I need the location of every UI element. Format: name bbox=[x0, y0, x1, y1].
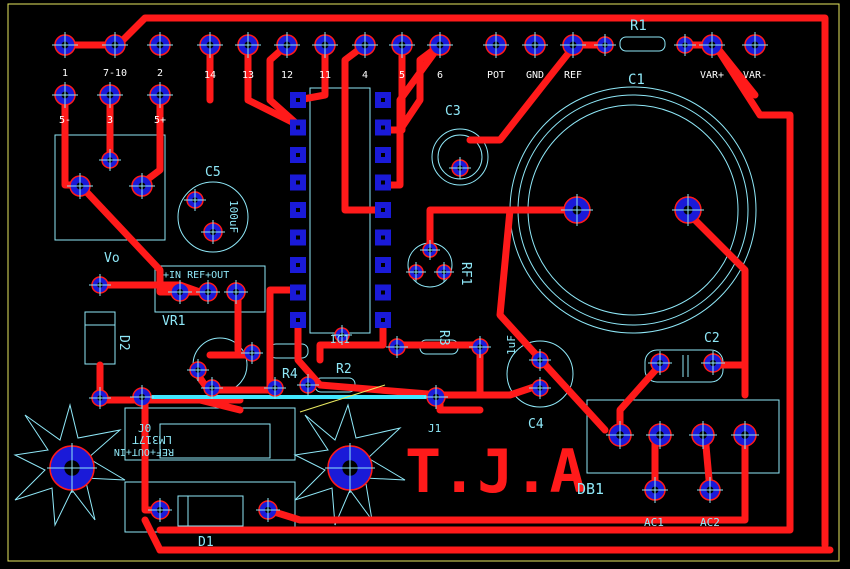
term-label: POT bbox=[487, 70, 505, 81]
label-r4: R4 bbox=[282, 367, 298, 382]
pad-hole bbox=[296, 235, 300, 240]
label-c4: C4 bbox=[528, 417, 544, 432]
pot-label: 5- bbox=[59, 115, 71, 126]
pad-hole bbox=[296, 125, 300, 130]
label-vo: Vo bbox=[104, 251, 120, 266]
frame-guide bbox=[299, 384, 386, 413]
term-label: 1 bbox=[62, 68, 68, 79]
term-label: 5 bbox=[399, 70, 405, 81]
term-label: VAR- bbox=[743, 70, 767, 81]
pad-hole bbox=[296, 208, 300, 212]
board-title: T.J.A bbox=[405, 437, 586, 507]
term-label: 7-10 bbox=[103, 68, 127, 79]
pad-hole bbox=[296, 290, 300, 295]
term-label: 12 bbox=[281, 70, 293, 81]
pad-hole bbox=[381, 318, 385, 322]
pad-hole bbox=[381, 125, 385, 130]
board-outline bbox=[7, 3, 840, 562]
label-c1: C1 bbox=[628, 72, 645, 88]
pad-hole bbox=[381, 290, 385, 295]
label-c5: C5 bbox=[205, 165, 221, 180]
term-label: 6 bbox=[437, 70, 443, 81]
copper-traces bbox=[61, 14, 834, 554]
labels: 1 7-10 2 14 13 12 11 4 5 6 POT GND REF V… bbox=[59, 18, 767, 550]
label-c4-value: 1uF bbox=[505, 335, 518, 355]
pads bbox=[47, 32, 768, 522]
silkscreen bbox=[13, 36, 780, 533]
pad-hole bbox=[296, 318, 300, 322]
term-label: REF bbox=[564, 70, 582, 81]
label-r3: R3 bbox=[436, 330, 451, 346]
label-ac1: AC1 bbox=[644, 516, 664, 529]
label-r1: R1 bbox=[630, 18, 647, 34]
label-c3: C3 bbox=[445, 104, 461, 119]
pad-hole bbox=[381, 153, 385, 157]
pad-hole bbox=[296, 180, 300, 185]
term-label: VAR+ bbox=[700, 70, 724, 81]
pad-hole bbox=[296, 263, 300, 267]
term-label: 11 bbox=[319, 70, 331, 81]
label-j0: J0 bbox=[138, 422, 151, 435]
label-lm317: LM317T bbox=[132, 433, 172, 446]
term-label: 4 bbox=[362, 70, 368, 81]
pad-hole bbox=[296, 98, 300, 102]
label-c2: C2 bbox=[704, 331, 720, 346]
pot-label: 5+ bbox=[154, 115, 166, 126]
label-vr1: VR1 bbox=[162, 314, 185, 329]
pad-hole bbox=[381, 180, 385, 185]
term-label: GND bbox=[526, 70, 544, 81]
label-ac2: AC2 bbox=[700, 516, 720, 529]
label-r2: R2 bbox=[336, 362, 352, 377]
label-d2: D2 bbox=[116, 335, 131, 351]
label-c5-value: 100uF bbox=[227, 200, 240, 233]
label-j1: J1 bbox=[428, 422, 441, 435]
pot-label: 3 bbox=[107, 115, 113, 126]
pad-hole bbox=[296, 153, 300, 157]
term-label: 13 bbox=[242, 70, 254, 81]
term-label: 2 bbox=[157, 68, 163, 79]
term-label: 14 bbox=[204, 70, 216, 81]
label-rf1: RF1 bbox=[458, 262, 473, 285]
label-db1: DB1 bbox=[577, 480, 604, 498]
pad-hole bbox=[381, 98, 385, 102]
pad-hole bbox=[381, 208, 385, 212]
pad-hole bbox=[381, 263, 385, 267]
label-vr1-pins: +IN REF+OUT bbox=[163, 270, 229, 281]
label-ic1: IC1 bbox=[330, 333, 350, 346]
label-d1: D1 bbox=[198, 535, 214, 550]
pad-hole bbox=[381, 235, 385, 240]
label-lm317-pins: REF+OUT+IN bbox=[114, 446, 174, 457]
